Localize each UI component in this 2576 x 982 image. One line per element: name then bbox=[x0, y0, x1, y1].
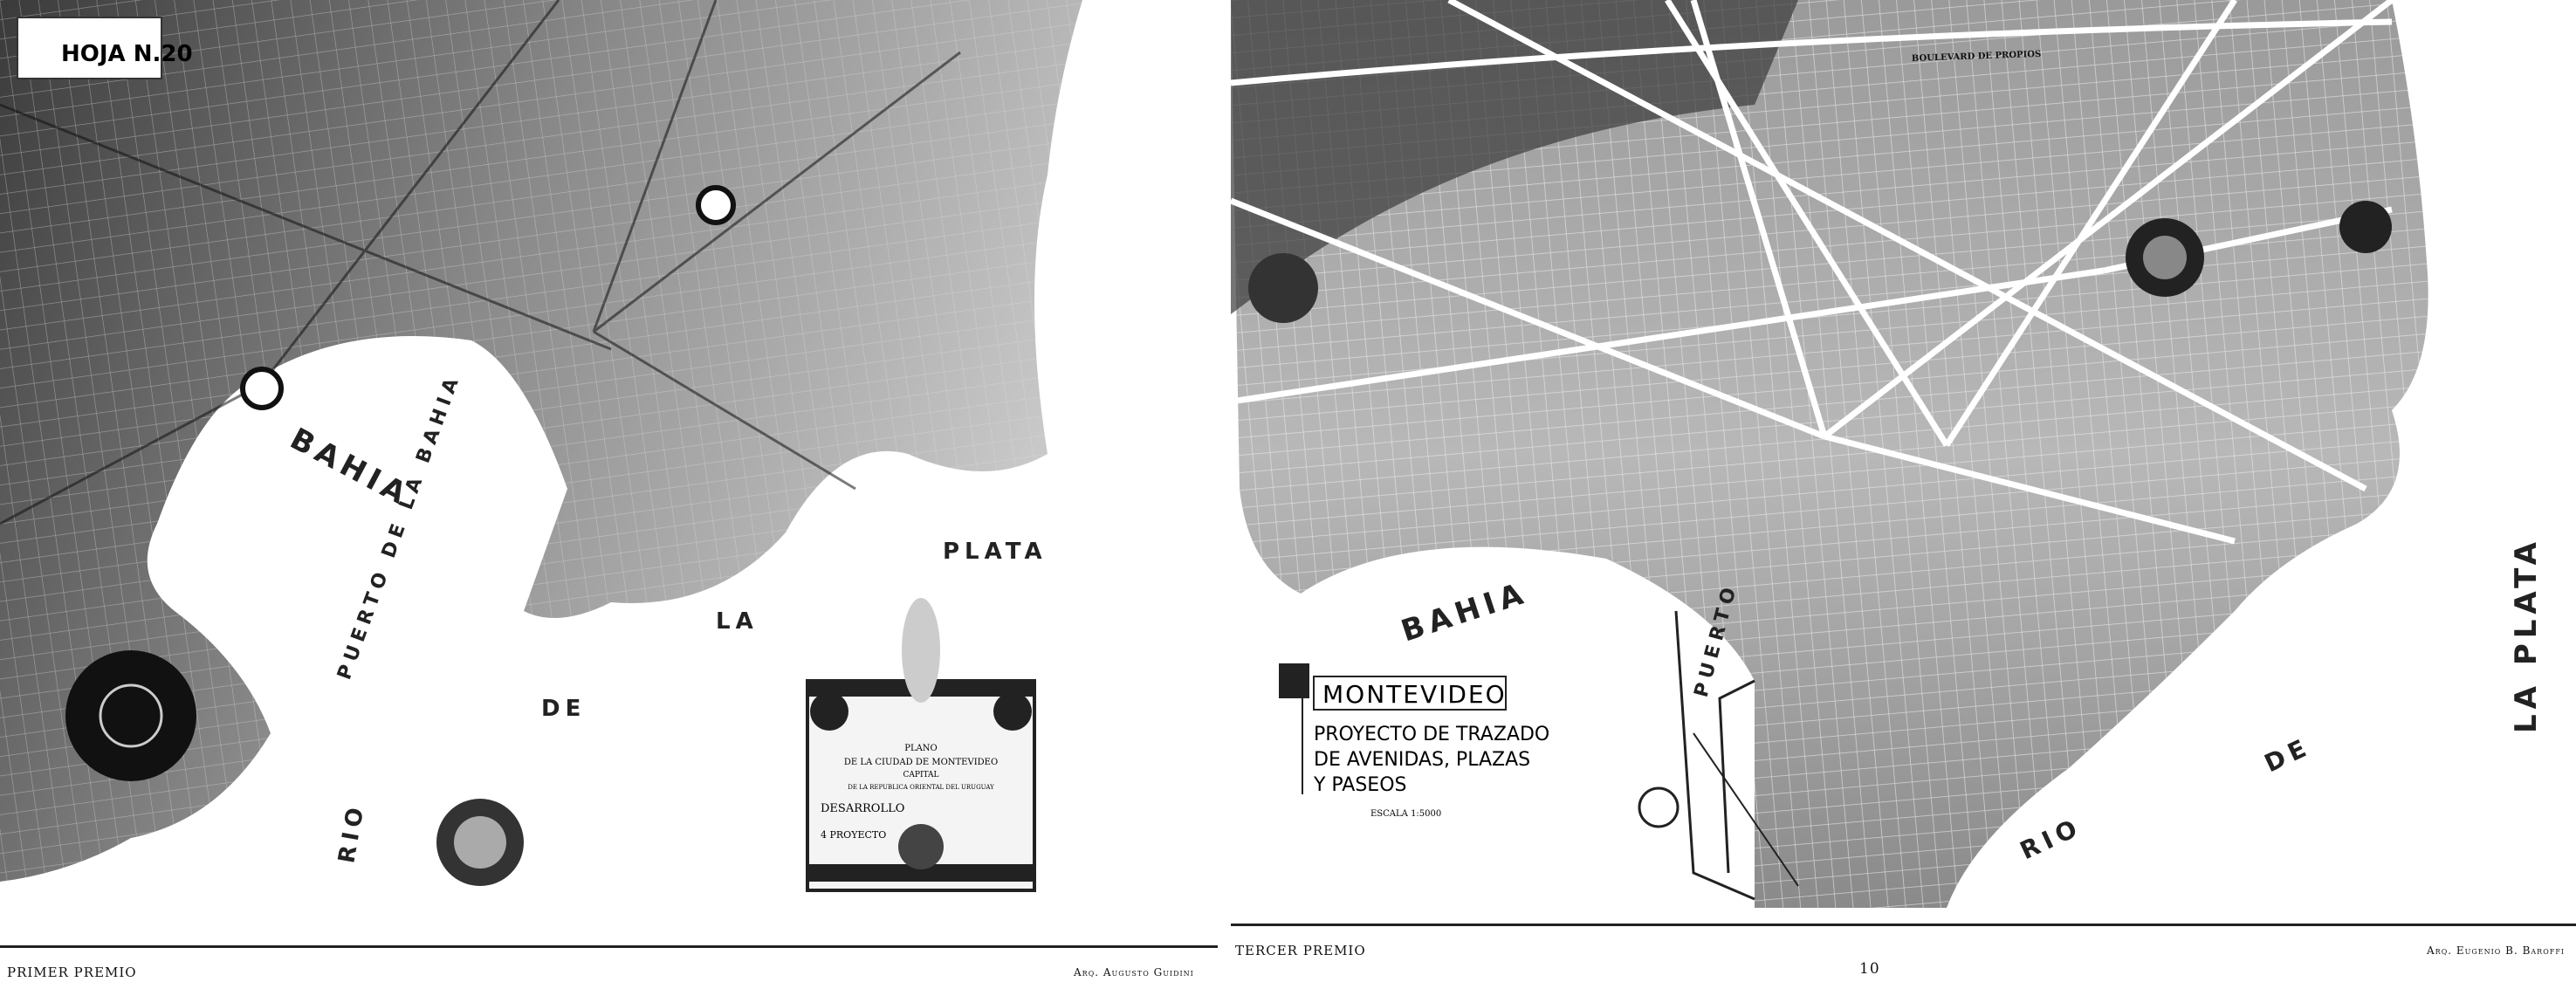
caption-primer-premio: PRIMER PREMIO bbox=[7, 965, 137, 980]
svg-text:PLANO: PLANO bbox=[904, 744, 938, 753]
label-plata: PLATA bbox=[943, 539, 1048, 565]
svg-text:DE LA REPUBLICA ORIENTAL DEL U: DE LA REPUBLICA ORIENTAL DEL URUGUAY bbox=[848, 784, 994, 791]
svg-text:DESARROLLO: DESARROLLO bbox=[821, 802, 904, 815]
port-outline bbox=[1674, 610, 1755, 901]
sheet-label-box bbox=[17, 17, 162, 79]
svg-text:PROYECTO DE TRAZADO: PROYECTO DE TRAZADO bbox=[1314, 724, 1549, 745]
svg-text:DE AVENIDAS, PLAZAS: DE AVENIDAS, PLAZAS bbox=[1314, 749, 1530, 771]
divider-line bbox=[0, 945, 1218, 948]
svg-text:Y PASEOS: Y PASEOS bbox=[1313, 774, 1407, 796]
svg-text:4 PROYECTO: 4 PROYECTO bbox=[821, 829, 886, 841]
author-credit: Arq. Augusto Guidini bbox=[1074, 966, 1194, 979]
svg-text:MONTEVIDEO: MONTEVIDEO bbox=[1322, 680, 1507, 709]
compass-rose-medallion bbox=[436, 799, 524, 886]
svg-text:DE LA CIUDAD DE MONTEVIDEO: DE LA CIUDAD DE MONTEVIDEO bbox=[844, 758, 998, 767]
caption-tercer-premio: TERCER PREMIO bbox=[1235, 943, 1366, 958]
cartouche: PLANO DE LA CIUDAD DE MONTEVIDEO CAPITAL… bbox=[806, 598, 1036, 892]
label-boulevard: BOULEVARD DE PROPIOS bbox=[1912, 50, 2042, 64]
svg-text:ESCALA 1:5000: ESCALA 1:5000 bbox=[1370, 809, 1441, 819]
divider-line bbox=[1231, 924, 2576, 926]
map-primer-premio: HOJA N.20 BAHIA PUERTO DE LA BAHIA PLATA… bbox=[0, 0, 1218, 943]
map-tercer-premio: BAHIA PUERTO RIO DE LA PLATA BOULEVARD D… bbox=[1231, 0, 2576, 921]
coat-of-arms-icon bbox=[1279, 663, 1309, 698]
label-la-plata: LA PLATA bbox=[2509, 537, 2544, 733]
author-credit: Arq. Eugenio B. Baroffi bbox=[2427, 944, 2566, 957]
title-cartouche: MONTEVIDEO PROYECTO DE TRAZADO DE AVENID… bbox=[1279, 663, 1549, 819]
svg-text:CAPITAL: CAPITAL bbox=[903, 771, 939, 779]
label-de: DE bbox=[541, 696, 586, 722]
sheet-label: HOJA N.20 bbox=[61, 41, 193, 67]
page-number: 10 bbox=[1859, 960, 1880, 978]
label-la: LA bbox=[716, 608, 759, 635]
north-arrow-compass bbox=[1638, 732, 1799, 887]
